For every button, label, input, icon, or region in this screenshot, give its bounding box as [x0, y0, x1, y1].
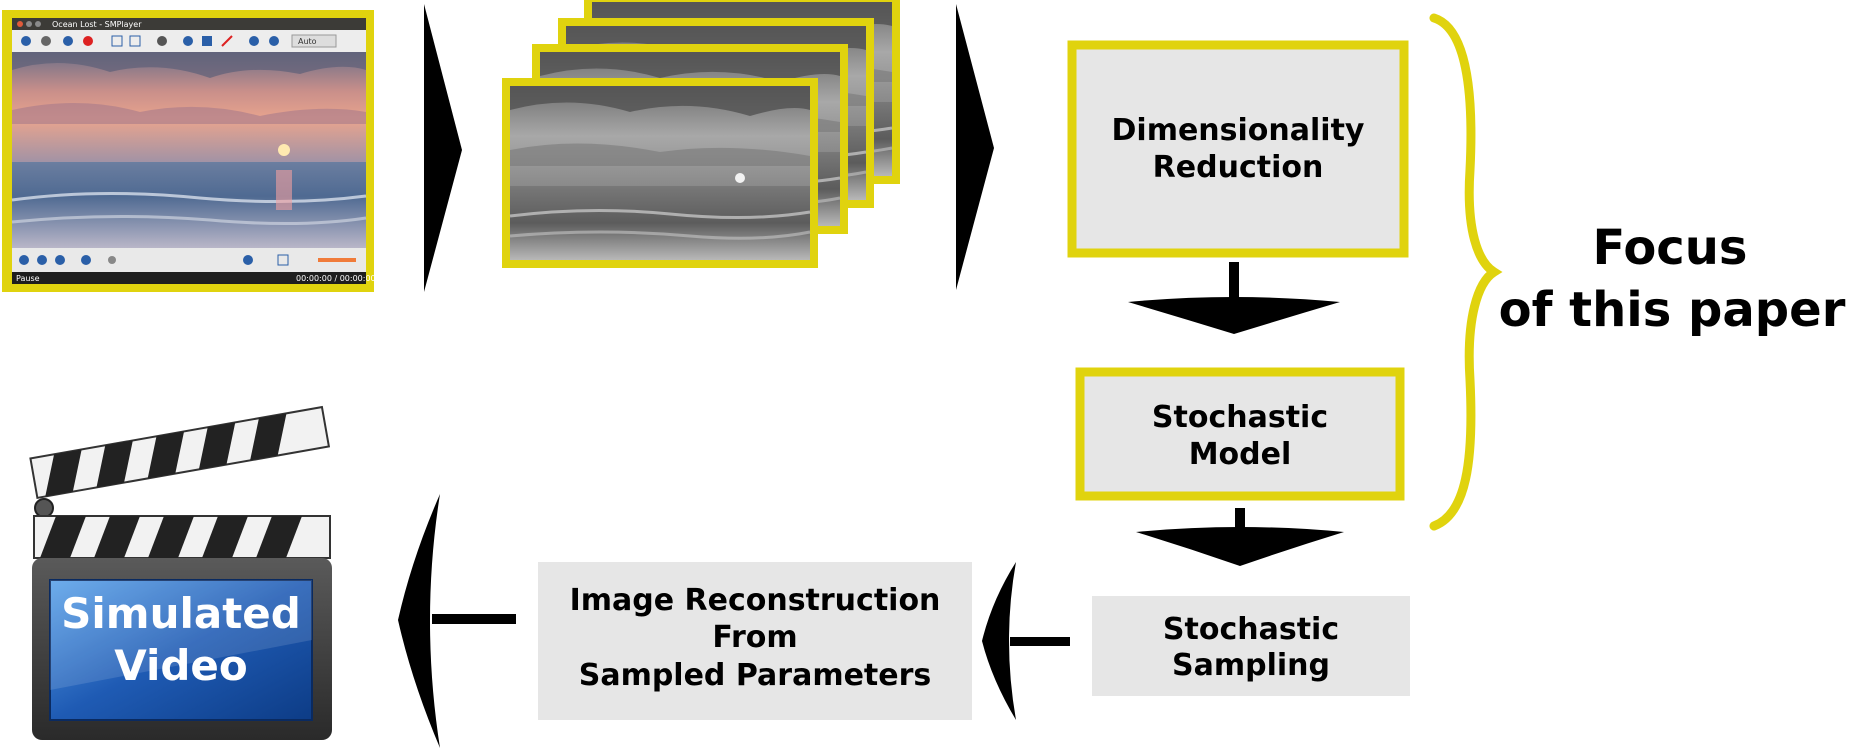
- player-time: 00:00:00 / 00:00:00: [296, 274, 376, 283]
- player-controls: [12, 248, 366, 272]
- stochastic-sampling-line1: Stochastic: [1163, 612, 1339, 647]
- focus-curly-brace: [1429, 13, 1503, 531]
- focus-label-line1: Focus: [1592, 220, 1747, 276]
- stochastic-model-line1: Stochastic: [1152, 400, 1328, 435]
- player-title: Ocean Lost - SMPlayer: [52, 20, 142, 29]
- stochastic-sampling-line2: Sampling: [1172, 648, 1330, 683]
- sunset-frame: [11, 52, 367, 248]
- dimensionality-reduction-line2: Reduction: [1153, 150, 1324, 185]
- simulated-video-clapperboard: Simulated Video: [29, 405, 332, 740]
- player-dropdown: Auto: [298, 37, 317, 46]
- video-label-line2: Video: [114, 641, 248, 690]
- image-reconstruction-line1: Image Reconstruction: [570, 583, 941, 618]
- arrow-left-large: [398, 494, 516, 748]
- stochastic-model-line2: Model: [1189, 437, 1292, 472]
- dimensionality-reduction-box: Dimensionality Reduction: [1067, 40, 1409, 258]
- image-reconstruction-line2: From: [712, 620, 797, 655]
- arrow-down-2: [1136, 508, 1344, 566]
- stochastic-model-box: Stochastic Model: [1075, 367, 1405, 501]
- focus-label-line2: of this paper: [1499, 282, 1846, 338]
- video-label-line1: Simulated: [61, 589, 301, 638]
- arrow-left-small: [982, 562, 1070, 720]
- arrow-right-2: [956, 4, 994, 290]
- arrow-right-1: [424, 4, 462, 292]
- image-reconstruction-box: Image Reconstruction From Sampled Parame…: [538, 562, 972, 720]
- dimensionality-reduction-line1: Dimensionality: [1112, 113, 1365, 148]
- player-status: Pause: [16, 274, 40, 283]
- grayscale-frame: [502, 78, 818, 268]
- image-reconstruction-line3: Sampled Parameters: [579, 658, 932, 693]
- focus-label: Focus of this paper: [1499, 220, 1846, 338]
- stochastic-sampling-box: Stochastic Sampling: [1092, 596, 1410, 696]
- arrow-down-1: [1128, 262, 1340, 334]
- toolbar-icons: Auto: [21, 34, 337, 48]
- media-player-screenshot: Ocean Lost - SMPlayer Auto: [2, 10, 376, 292]
- grayscale-frame-stack: [502, 0, 900, 268]
